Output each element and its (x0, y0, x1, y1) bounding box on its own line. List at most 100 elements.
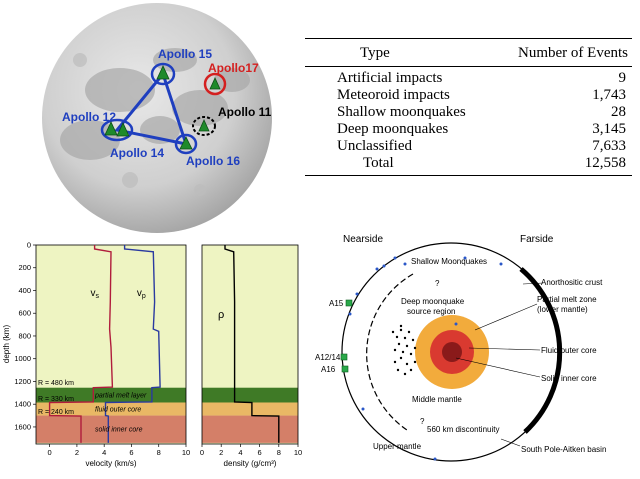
series-line (224, 245, 280, 443)
apollo15-label: Apollo 15 (158, 47, 212, 61)
a12-14-station-icon (340, 353, 348, 361)
row-type: Artificial impacts (337, 70, 443, 86)
row-type: Meteoroid impacts (337, 87, 450, 103)
y-tick-label: 200 (18, 263, 31, 272)
farside-title: Farside (520, 234, 554, 245)
profile-charts: 0 2 4 6 8 10 velocity (km/s) 0 200 400 600 800 1000 1… (2, 241, 302, 469)
a15-label: A15 (329, 299, 344, 308)
apollo11-label: Apollo 11 (218, 105, 272, 119)
row-type: Shallow moonquakes (337, 104, 466, 120)
x-tick-label: 0 (48, 448, 52, 457)
disc-560-label: 560 km discontinuity (427, 425, 499, 434)
table-header-row: Type Number of Events (305, 39, 632, 66)
solid-inner-core (442, 342, 462, 362)
y-tick-label: 600 (18, 309, 31, 318)
row-type: Deep moonquakes (337, 121, 449, 137)
row-type: Unclassified (337, 138, 412, 154)
a12-14-label: A12/14 (315, 353, 341, 362)
table-row: Deep moonquakes 3,145 (305, 121, 632, 138)
radius-label: R = 240 km (38, 409, 74, 416)
partial-melt-label-2: (lower mantle) (537, 305, 588, 314)
x-tick-label: 6 (258, 448, 262, 457)
apollo17-marker-icon (209, 77, 221, 90)
row-count: 1,743 (592, 87, 626, 103)
table-top-rule (305, 38, 632, 39)
fluid-outer-core-label: Fluid outer core (541, 346, 597, 355)
layer-band (202, 415, 298, 443)
table-bottom-rule (305, 175, 632, 176)
apollo11-ring (192, 116, 216, 136)
total-count: 12,558 (584, 155, 626, 171)
rho-symbol: ρ (218, 309, 224, 321)
x-tick-label: 10 (182, 448, 190, 457)
spa-basin-label: South Pole-Aitken basin (521, 445, 606, 454)
x-tick-label: 4 (238, 448, 242, 457)
y-axis-label: depth (km) (2, 325, 11, 364)
table-header-rule (305, 66, 632, 67)
header-type: Type (360, 45, 390, 61)
question-mark-upper: ? (435, 279, 440, 288)
table-row: Meteoroid impacts 1,743 (305, 87, 632, 104)
apollo11-marker-icon (198, 119, 210, 132)
vp-subscript: p (142, 293, 146, 300)
moon-map: Apollo 15 Apollo17 Apollo 12 Apollo 11 A… (42, 3, 272, 233)
layer-band (36, 387, 186, 403)
y-tick-label: 1000 (14, 354, 31, 363)
deep-moonquake-dots (391, 324, 417, 376)
series-line (104, 245, 161, 443)
layer-band (36, 415, 186, 443)
a16-label: A16 (321, 365, 336, 374)
shallow-moonquakes-label: Shallow Moonquakes (411, 257, 487, 266)
y-tick-label: 800 (18, 331, 31, 340)
x-axis-label: velocity (km/s) (85, 459, 136, 468)
maria (60, 48, 250, 196)
station-markers (340, 299, 353, 373)
layer-band (36, 402, 186, 416)
anorthositic-crust-label: Anorthositic crust (541, 278, 603, 287)
x-tick-label: 4 (102, 448, 106, 457)
shallow-moonquake-dots (348, 256, 503, 461)
solid-inner-core-label: Solid inner core (541, 374, 597, 383)
apollo12-label: Apollo 12 (62, 110, 116, 124)
station-markers (104, 65, 221, 150)
question-mark-lower: ? (420, 417, 425, 426)
apollo17-label: Apollo17 (208, 61, 259, 75)
header-count: Number of Events (518, 45, 628, 61)
row-count: 9 (618, 70, 627, 86)
apollo12-14-ring (100, 118, 134, 142)
nearside-title: Nearside (343, 234, 383, 245)
apollo14-label: Apollo 14 (110, 146, 164, 160)
plot-frame (35, 244, 187, 445)
vs-symbol: vs (91, 288, 100, 300)
row-count: 3,145 (592, 121, 626, 137)
vp-symbol: vp (137, 288, 146, 300)
x-tick-label: 8 (157, 448, 161, 457)
y-tick-label: 400 (18, 286, 31, 295)
apollo16-marker-icon (179, 136, 193, 150)
layer-label: fluid outer core (95, 407, 141, 414)
x-tick-label: 0 (200, 448, 204, 457)
row-count: 7,633 (592, 138, 626, 154)
apollo17-ring (203, 72, 227, 96)
deep-moonquake-label-1: Deep moonquake (401, 297, 465, 306)
a16-station-icon (341, 365, 349, 373)
x-axis-label: density (g/cm³) (224, 459, 277, 468)
y-tick-label: 1400 (14, 400, 31, 409)
apollo14-marker-icon (116, 122, 130, 137)
deep-moonquake-label-2: source region (407, 307, 455, 316)
upper-mantle-label: Upper mantle (373, 442, 422, 451)
layer-label: solid inner core (95, 427, 143, 434)
x-tick-label: 2 (75, 448, 79, 457)
x-tick-label: 6 (129, 448, 133, 457)
radius-label: R = 330 km (38, 396, 74, 403)
x-tick-label: 10 (294, 448, 302, 457)
apollo16-label: Apollo 16 (186, 154, 240, 168)
y-tick-label: 1600 (14, 422, 31, 431)
x-tick-label: 8 (277, 448, 281, 457)
a15-station-icon (345, 299, 353, 307)
plot-frame (201, 244, 299, 445)
apollo12-marker-icon (104, 121, 118, 136)
